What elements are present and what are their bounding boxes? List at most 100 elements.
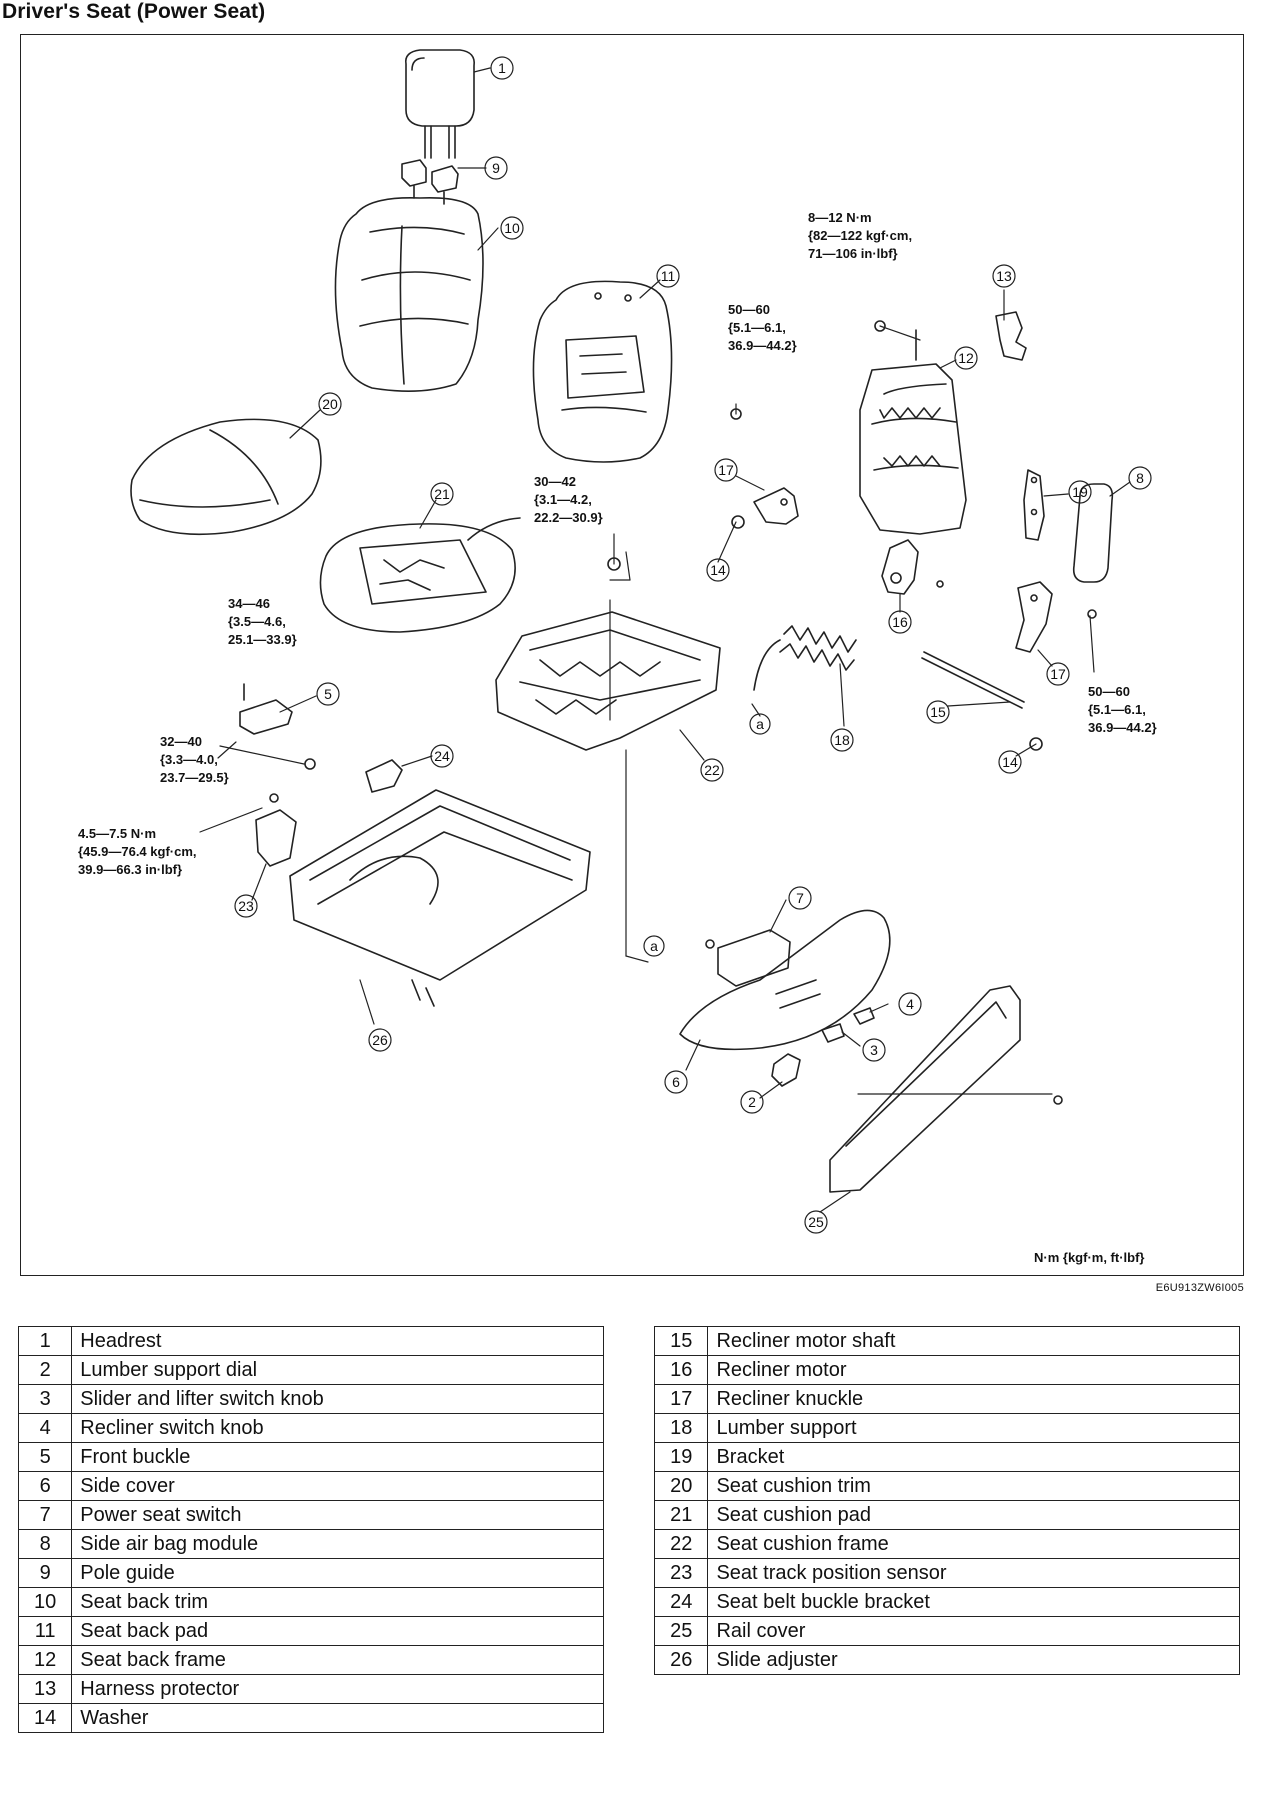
- svg-text:1: 1: [498, 60, 506, 76]
- slider-lifter-switch-knob-part: [821, 1023, 845, 1043]
- part-name: Lumber support: [707, 1413, 1240, 1443]
- part-number: 15: [653, 1326, 709, 1356]
- power-seat-switch-part: [717, 929, 791, 987]
- headrest-part: [404, 49, 476, 159]
- page-title: Driver's Seat (Power Seat): [2, 0, 266, 23]
- svg-text:5: 5: [324, 686, 332, 702]
- exploded-seat-diagram: 1 9 10 11 20 21 12 13 19 8 17 17 16 15 1…: [78, 49, 1157, 1265]
- part-name: Harness protector: [71, 1674, 604, 1704]
- svg-text:24: 24: [434, 748, 450, 764]
- svg-text:9: 9: [492, 160, 500, 176]
- pole-guide-part: [401, 159, 459, 205]
- part-name: Recliner switch knob: [71, 1413, 604, 1443]
- fastener-parts: [269, 320, 1097, 1105]
- bracket-part: [1023, 469, 1045, 541]
- torque-t6-line1: 4.5—7.5 N·m: [78, 826, 156, 841]
- exploded-diagram-frame: [20, 34, 1244, 1276]
- torque-t6-line2: {45.9—76.4 kgf·cm,: [78, 844, 197, 859]
- svg-text:11: 11: [661, 268, 676, 284]
- part-name: Side cover: [71, 1471, 604, 1501]
- seat-track-position-sensor-part: [255, 809, 297, 867]
- part-name: Front buckle: [71, 1442, 604, 1472]
- svg-text:21: 21: [434, 486, 450, 502]
- seat-back-frame-part: [859, 329, 967, 535]
- torque-t4-line3: 25.1—33.9}: [228, 632, 297, 647]
- part-name: Recliner motor: [707, 1355, 1240, 1385]
- torque-t3-line1: 30—42: [534, 474, 576, 489]
- svg-text:18: 18: [834, 732, 850, 748]
- torque-t1-line3: 71—106 in·lbf}: [808, 246, 898, 261]
- part-number: 11: [17, 1616, 73, 1646]
- washer-part: [731, 515, 1043, 751]
- part-number: 16: [653, 1355, 709, 1385]
- lumber-support-part: [753, 625, 857, 691]
- part-name: Seat belt buckle bracket: [707, 1587, 1240, 1617]
- part-number: 3: [17, 1384, 73, 1414]
- svg-text:13: 13: [996, 268, 1012, 284]
- svg-text:17: 17: [1050, 666, 1066, 682]
- svg-text:20: 20: [322, 396, 338, 412]
- svg-text:10: 10: [504, 220, 520, 236]
- part-number: 20: [653, 1471, 709, 1501]
- part-name: Recliner motor shaft: [707, 1326, 1240, 1356]
- callout-circles: 1 9 10 11 20 21 12 13 19 8 17 17 16 15 1…: [234, 56, 1152, 1234]
- leader-lines: [199, 67, 1131, 1213]
- part-name: Seat cushion trim: [707, 1471, 1240, 1501]
- torque-t1-line1: 8—12 N·m: [808, 210, 872, 225]
- svg-text:14: 14: [710, 562, 726, 578]
- torque-t3-line3: 22.2—30.9}: [534, 510, 603, 525]
- torque-t4-line2: {3.5—4.6,: [228, 614, 286, 629]
- svg-text:2: 2: [748, 1094, 756, 1110]
- part-number: 13: [17, 1674, 73, 1704]
- recliner-knuckle-right-part: [1015, 581, 1053, 653]
- svg-text:26: 26: [372, 1032, 388, 1048]
- part-name: Lumber support dial: [71, 1355, 604, 1385]
- torque-t5-line2: {3.3—4.0,: [160, 752, 218, 767]
- torque-t6-line3: 39.9—66.3 in·lbf}: [78, 862, 182, 877]
- seat-cushion-frame-part: [495, 611, 721, 751]
- part-name: Recliner knuckle: [707, 1384, 1240, 1414]
- slide-adjuster-part: [289, 789, 591, 1007]
- svg-text:8: 8: [1136, 470, 1144, 486]
- torque-t7-line1: 50—60: [1088, 684, 1130, 699]
- part-name: Pole guide: [71, 1558, 604, 1588]
- part-number: 10: [17, 1587, 73, 1617]
- figure-code: E6U913ZW6I005: [1155, 1282, 1244, 1294]
- recliner-switch-knob-part: [853, 1007, 875, 1025]
- torque-t7-line3: 36.9—44.2}: [1088, 720, 1157, 735]
- part-name: Seat cushion frame: [707, 1529, 1240, 1559]
- part-number: 5: [17, 1442, 73, 1472]
- part-number: 21: [653, 1500, 709, 1530]
- torque-t2-line3: 36.9—44.2}: [728, 338, 797, 353]
- recliner-motor-part: [881, 539, 919, 595]
- part-number: 4: [17, 1413, 73, 1443]
- part-name: Seat back frame: [71, 1645, 604, 1675]
- part-name: Rail cover: [707, 1616, 1240, 1646]
- part-number: 12: [17, 1645, 73, 1675]
- part-number: 7: [17, 1500, 73, 1530]
- recliner-motor-shaft-part: [921, 651, 1025, 709]
- part-number: 22: [653, 1529, 709, 1559]
- seat-cushion-pad-part: [319, 517, 521, 633]
- part-number: 14: [17, 1703, 73, 1733]
- seat-back-trim-part: [334, 197, 484, 392]
- part-number: 18: [653, 1413, 709, 1443]
- part-name: Headrest: [71, 1326, 604, 1356]
